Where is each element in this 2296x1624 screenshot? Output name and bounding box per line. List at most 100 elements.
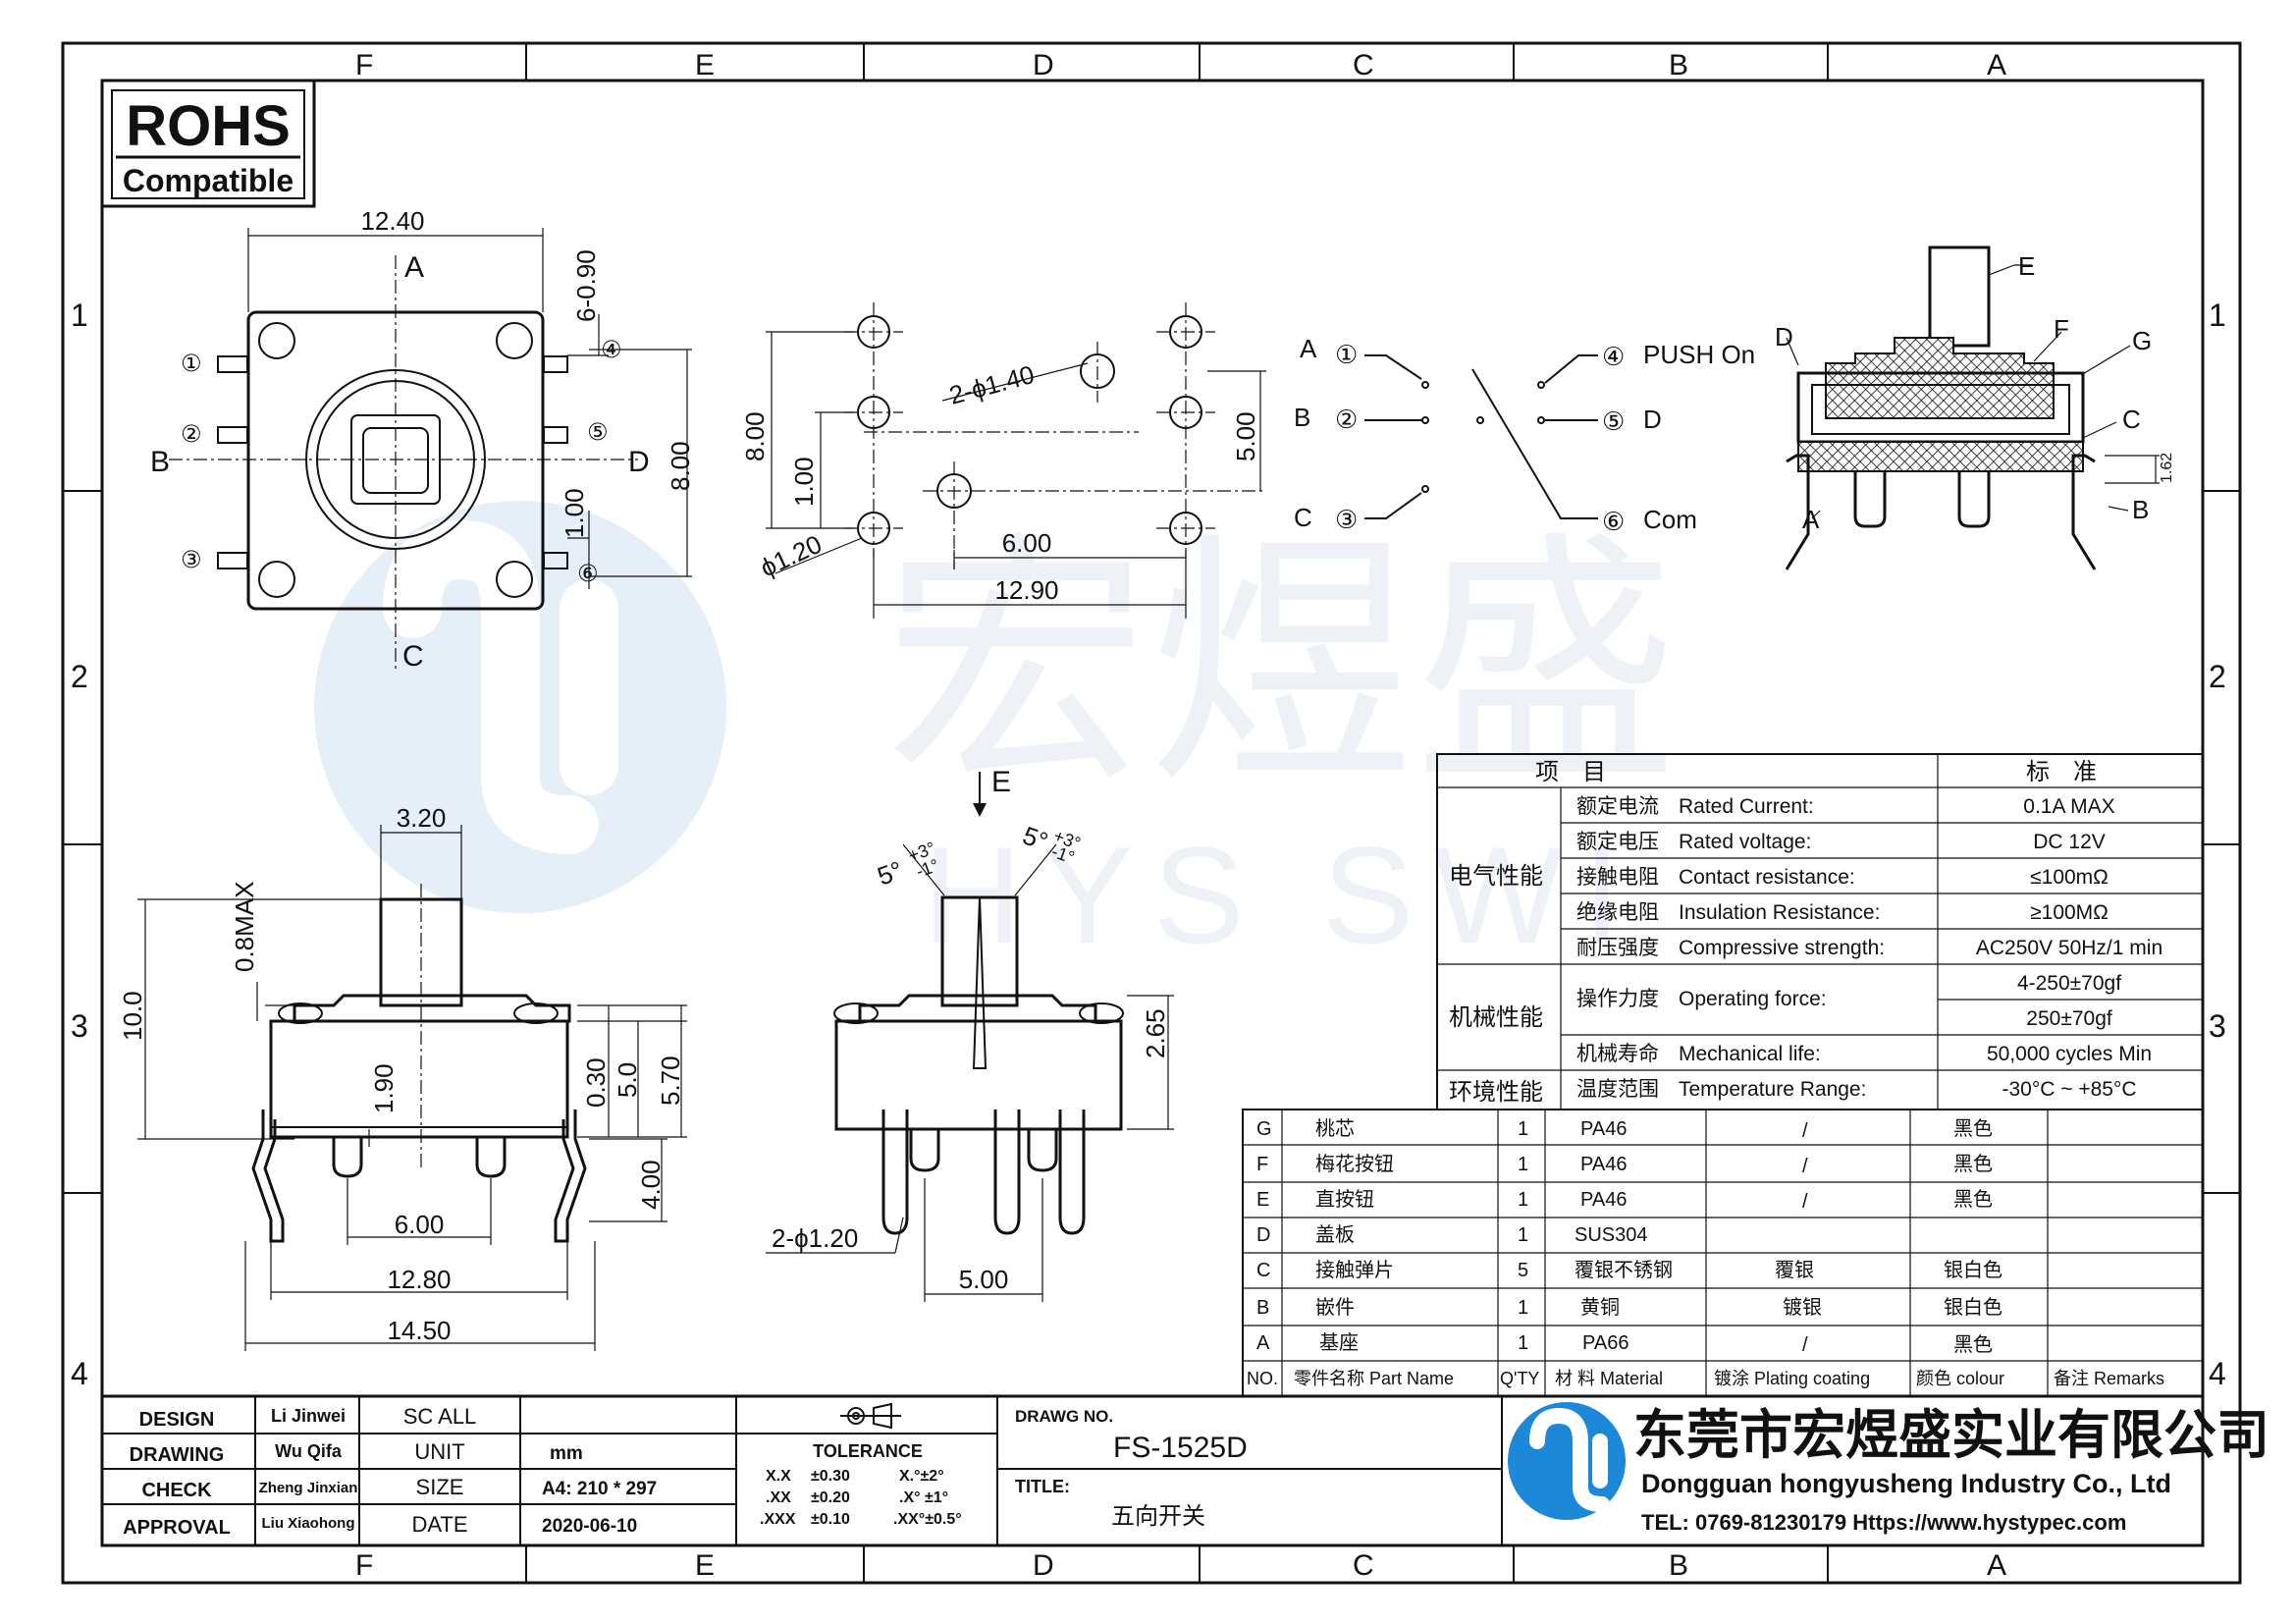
tb-company-cn: 东莞市宏煜盛实业有限公司 (1633, 1404, 2269, 1466)
sch-pin-1: ① (1335, 340, 1358, 369)
spec-val-1: DC 12V (2033, 831, 2106, 853)
bom-plate-b: 镀银 (1783, 1296, 1822, 1319)
bom-no-a: A (1256, 1332, 1270, 1354)
spec-val-2: ≤100mΩ (2030, 866, 2109, 889)
bom-plate-c: 覆银 (1775, 1259, 1814, 1281)
pcb-holes: 2-ϕ1.40 (946, 359, 1038, 410)
tb-drawing-label: DRAWING (130, 1444, 225, 1466)
spec-cn-0: 额定电流 (1576, 795, 1659, 818)
spec-group-env: 环境性能 (1449, 1079, 1543, 1106)
spec-cn-6: 机械寿命 (1576, 1043, 1659, 1065)
top-pin-3: ③ (181, 547, 202, 573)
cross-section: D E F G C A B 1.62 (1775, 245, 2175, 570)
sec-dim: 1.62 (2159, 453, 2175, 483)
spec-val-6: 50,000 cycles Min (1987, 1043, 2152, 1065)
zone-ticks (63, 43, 2240, 1583)
tb-tol-0c: X.°±2° (899, 1468, 944, 1485)
front-holes: 2-ϕ1.20 (772, 1223, 858, 1253)
tb-design-value: Li Jinwei (271, 1406, 346, 1426)
top-label-c: C (402, 640, 424, 673)
bom-colour-g: 黑色 (1953, 1117, 1993, 1140)
zone-numbers: 1 2 3 4 1 2 3 4 (71, 298, 2226, 1391)
top-dim-height: 8.00 (666, 441, 695, 491)
tb-date-value: 2020-06-10 (542, 1516, 637, 1537)
spec-cn-5: 操作力度 (1576, 988, 1659, 1010)
bom-plate-g: / (1802, 1120, 1808, 1142)
spec-cn-2: 接触电阻 (1576, 866, 1659, 889)
pcb-w2: 12.90 (994, 575, 1058, 605)
spec-group-mechanic: 机械性能 (1449, 1004, 1543, 1031)
side-w3: 14.50 (387, 1316, 451, 1345)
tb-tol-title: TOLERANCE (813, 1441, 923, 1461)
top-label-b: B (150, 446, 170, 478)
bom-mat-c: 覆银不锈钢 (1575, 1259, 1673, 1281)
side-max: 0.8MAX (230, 882, 259, 973)
pcb-pads: ϕ1.20 (756, 529, 827, 583)
tb-approval-label: APPROVAL (123, 1517, 231, 1539)
top-dim-pitch: 1.00 (560, 488, 589, 538)
front-ang-l: 5° (874, 855, 907, 892)
bom-plate-a: / (1802, 1334, 1808, 1356)
bom-mat-f: PA46 (1580, 1154, 1627, 1175)
spec-en-7: Temperature Range: (1679, 1078, 1866, 1101)
tb-tol-1c: .X° ±1° (899, 1489, 948, 1506)
sch-name-push: PUSH On (1643, 340, 1755, 369)
tb-drawing-value: Wu Qifa (275, 1441, 343, 1461)
bom-no-e: E (1256, 1189, 1269, 1211)
bom-mat-g: PA46 (1580, 1118, 1627, 1140)
zone-letters-top: F E D C B A (355, 49, 2006, 81)
tb-tol-2a: .XXX (760, 1511, 796, 1528)
rohs-title: ROHS (126, 94, 291, 158)
zone-letters-bottom: F E D C B A (355, 1549, 2006, 1582)
outer-border (61, 41, 2242, 1585)
bom-name-b: 嵌件 (1315, 1296, 1355, 1319)
bom-mat-e: PA46 (1580, 1189, 1627, 1211)
sch-name-d: D (1643, 405, 1662, 434)
watermark: 宏煜盛 HYS SWI (314, 501, 1679, 972)
bom-colour-f: 黑色 (1953, 1153, 1993, 1175)
spec-en-5: Operating force: (1679, 988, 1827, 1010)
sec-label-b: B (2132, 495, 2149, 524)
side-d4: 5.70 (656, 1056, 685, 1106)
spec-val-4: AC250V 50Hz/1 min (1976, 937, 2163, 959)
sec-label-c: C (2122, 405, 2141, 434)
sec-label-f: F (2054, 314, 2069, 344)
bom-plate-e: / (1802, 1191, 1808, 1213)
zone-d: D (1033, 49, 1054, 81)
bom-qty-a: 1 (1518, 1332, 1528, 1354)
bom-qty-b: 1 (1518, 1297, 1528, 1319)
spec-table: 项 目 标 准 电气性能 机械性能 环境性能 额定电流 Rated Curren… (1436, 753, 2204, 1110)
pcb-h2: 1.00 (789, 457, 819, 507)
sch-side-b: B (1294, 403, 1310, 432)
switch-schematic: A B C ① ② ③ ④ ⑤ ⑥ PUSH On D Com (1294, 334, 1755, 536)
bom-mat-d: SUS304 (1575, 1224, 1648, 1246)
pcb-h3: 5.00 (1231, 411, 1260, 461)
zone-2-left: 2 (71, 659, 88, 694)
spec-cn-1: 额定电压 (1576, 831, 1659, 853)
bom-head-remarks: 备注 Remarks (2054, 1369, 2164, 1388)
side-d2: 0.30 (581, 1057, 611, 1108)
side-h-total: 10.0 (118, 991, 147, 1041)
bom-no-f: F (1256, 1154, 1268, 1175)
tb-size-label: SIZE (416, 1475, 464, 1499)
zone-a-bottom: A (1987, 1549, 2006, 1582)
top-label-a: A (404, 251, 424, 284)
sch-side-c: C (1294, 503, 1312, 532)
front-h: 2.65 (1141, 1008, 1170, 1058)
sec-label-d: D (1775, 322, 1793, 352)
zone-a: A (1987, 49, 2006, 81)
sch-pin-2: ② (1335, 405, 1358, 434)
rohs-sub: Compatible (123, 163, 294, 198)
side-w2: 12.80 (387, 1265, 451, 1294)
tb-drawg-no: FS-1525D (1113, 1432, 1248, 1464)
tb-title-label: TITLE: (1015, 1477, 1070, 1496)
top-dim-pin: 6-0.90 (571, 249, 601, 322)
bom-head-colour: 颜色 colour (1916, 1369, 2004, 1388)
zone-1-left: 1 (71, 298, 88, 333)
side-d5: 4.00 (636, 1160, 666, 1210)
zone-e-bottom: E (695, 1549, 715, 1582)
bom-no-c: C (1256, 1260, 1270, 1281)
spec-head-std: 标 准 (2026, 759, 2097, 785)
top-pin-5: ⑤ (587, 419, 609, 446)
sch-out-6: ⑥ (1602, 507, 1625, 536)
